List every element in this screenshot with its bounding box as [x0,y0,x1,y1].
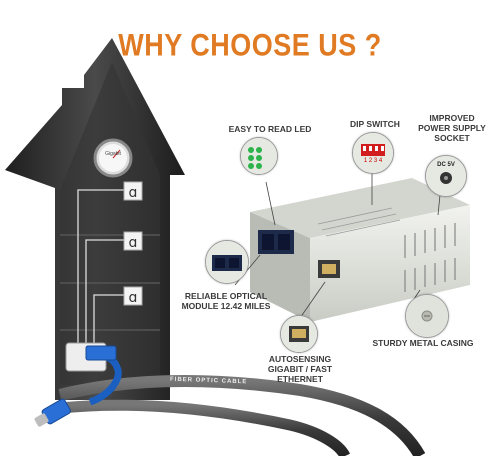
svg-text:ɑ: ɑ [129,185,138,201]
feature-label-optical: RELIABLE OPTICAL MODULE 12.42 MILES [181,291,271,311]
feature-label-ethernet: AUTOSENSING GIGABIT / FAST ETHERNET [267,354,333,384]
dip-switch-closeup: 1 2 3 4 [352,132,394,174]
media-converter [250,178,470,322]
svg-text:ɑ: ɑ [129,290,138,306]
feature-label-dip: DIP SWITCH [350,119,400,129]
metal-casing-closeup [405,294,449,338]
feature-label-power: IMPROVED POWER SUPPLY SOCKET [418,113,486,143]
fiber-cable [34,345,426,456]
optical-module-closeup [205,240,249,284]
led-closeup [240,137,278,175]
house: ɑ ɑ ɑ [5,38,185,400]
dip-numbers: 1 2 3 4 [363,158,383,164]
ethernet-closeup [280,315,318,353]
gauge-text: Gigabit [105,151,121,157]
power-socket-closeup: DC 5V [425,155,467,197]
feature-label-casing: STURDY METAL CASING [372,338,474,348]
page-title: WHY CHOOSE US ? [118,27,382,63]
svg-text:ɑ: ɑ [129,235,138,251]
feature-label-led: EASY TO READ LED [228,124,312,134]
power-tag: DC 5V [437,162,455,168]
